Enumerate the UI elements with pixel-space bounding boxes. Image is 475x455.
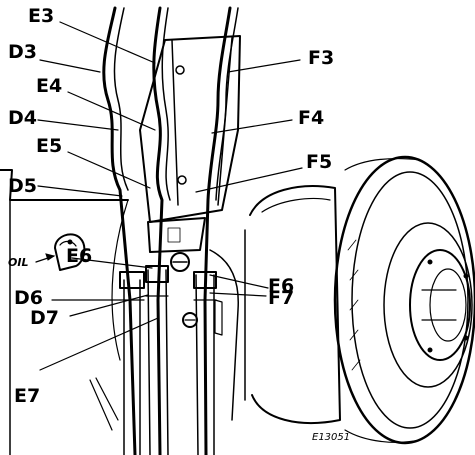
label-d5: D5 [8,175,37,197]
label-d7: D7 [30,307,59,329]
housing-frame [0,169,239,455]
label-d6: D6 [14,287,43,309]
leader-lines [35,21,303,371]
label-f7: F7 [268,287,294,309]
oil-cup [54,233,86,271]
label-d4: D4 [8,107,37,129]
label-e5: E5 [36,135,62,157]
label-oil: OIL [8,256,28,269]
rocker-bracket [139,35,241,336]
label-f6: F6 [268,275,294,297]
label-e4: E4 [36,75,62,97]
part-labels: E3 D3 F3 E4 D4 F4 E5 F5 D5 OIL E6 F6 D6 … [8,5,350,443]
label-f4: F4 [298,107,324,129]
oil-arrow-icon [45,253,56,261]
label-d3: D3 [8,41,37,63]
figure-reference: E13051 [312,432,350,443]
label-e3: E3 [28,5,54,27]
valve-rods [102,6,239,455]
label-f5: F5 [306,151,332,173]
pulley-disc [244,155,475,445]
label-e6: E6 [66,245,92,267]
label-f3: F3 [308,47,334,69]
label-e7: E7 [14,385,40,407]
